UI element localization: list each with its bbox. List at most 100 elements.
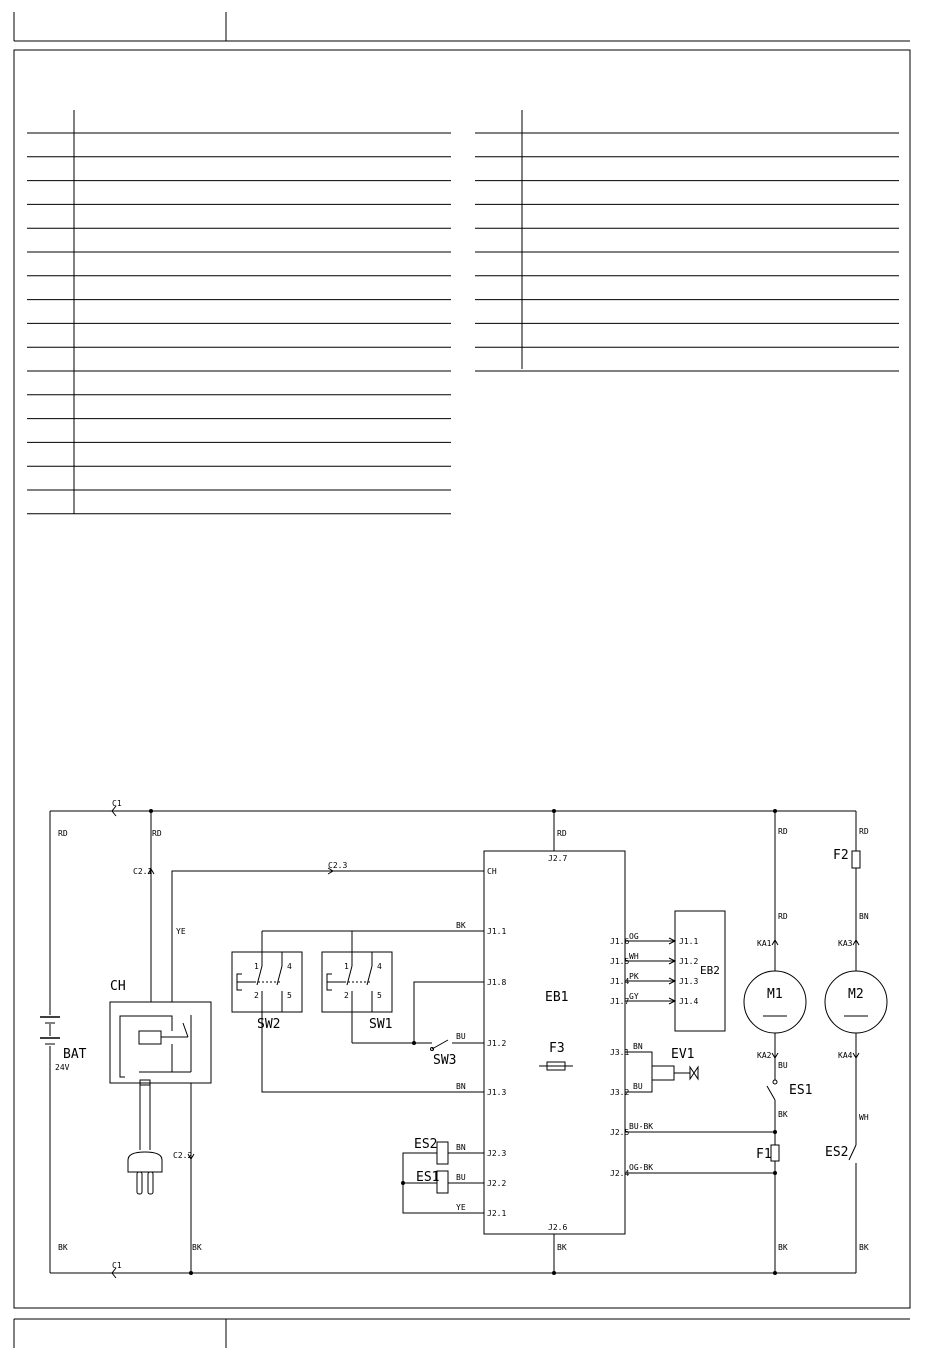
- wire-bu-es1: BU: [456, 1173, 466, 1182]
- connector-c1-bottom: C1: [112, 1261, 122, 1270]
- wire-bn-m2: BN: [859, 912, 869, 921]
- pin-ch: CH: [487, 867, 497, 876]
- wire-rd-bat: RD: [58, 829, 68, 838]
- wire-rd-m2-top: RD: [859, 827, 869, 836]
- sw2-term-5: 5: [287, 991, 292, 1000]
- wire-gy-eb2: GY: [629, 992, 639, 1001]
- label-f2: F2: [833, 848, 849, 863]
- pin-ka3: KA3: [838, 939, 853, 948]
- wire-bn-es2: BN: [456, 1143, 466, 1152]
- wire-bk-j1-1: BK: [456, 921, 466, 930]
- label-es2-left: ES2: [414, 1137, 437, 1152]
- pin-j1-5: J1.5: [610, 957, 629, 966]
- label-f1: F1: [756, 1147, 772, 1162]
- wire-og-bk: OG-BK: [629, 1163, 653, 1172]
- pin-ka1: KA1: [757, 939, 772, 948]
- label-sw2: SW2: [257, 1017, 280, 1032]
- control-board-eb1: [483, 809, 626, 1275]
- label-eb1: EB1: [545, 990, 568, 1005]
- wire-wh-eb2: WH: [629, 952, 639, 961]
- wire-bn-ev1: BN: [633, 1042, 643, 1051]
- pin-j3-2: J3.2: [610, 1088, 629, 1097]
- board-eb2: [625, 910, 726, 1032]
- label-es1-left: ES1: [416, 1170, 439, 1185]
- sw1-term-1: 1: [344, 962, 349, 971]
- label-bat-voltage: 24V: [55, 1063, 70, 1072]
- pin-ka4: KA4: [838, 1051, 853, 1060]
- wire-ye-es: YE: [456, 1203, 466, 1212]
- pin-j2-6: J2.6: [548, 1223, 567, 1232]
- pin-j1-2: J1.2: [487, 1039, 506, 1048]
- wire-og-eb2: OG: [629, 932, 639, 941]
- pin-ka2: KA2: [757, 1051, 772, 1060]
- pin-j1-3: J1.3: [487, 1088, 506, 1097]
- pin-j2-7: J2.7: [548, 854, 567, 863]
- label-ch: CH: [110, 979, 126, 994]
- plug-icon: [127, 1151, 163, 1195]
- label-m1: M1: [767, 987, 783, 1002]
- wire-bk-bat: BK: [58, 1243, 68, 1252]
- pin-j1-1: J1.1: [487, 927, 506, 936]
- pin-j2-3: J2.3: [487, 1149, 506, 1158]
- eb2-pin-j1-3: J1.3: [679, 977, 698, 986]
- pin-j2-1: J2.1: [487, 1209, 506, 1218]
- connector-c2-3: C2.3: [328, 861, 347, 870]
- label-f3: F3: [549, 1041, 565, 1056]
- label-sw1: SW1: [369, 1017, 392, 1032]
- wire-bu-m1: BU: [778, 1061, 788, 1070]
- sensor-es1: [436, 1170, 449, 1194]
- wiring-diagram: C1 C1 BAT 24V RD BK C2.1 RD C2.3 YE CH: [40, 799, 888, 1279]
- wire-rd-m1-top: RD: [778, 827, 788, 836]
- wire-bk-m1-bottom: BK: [778, 1243, 788, 1252]
- page-frame: [13, 12, 911, 1348]
- legend-table-right: [475, 110, 899, 372]
- label-m2: M2: [848, 987, 864, 1002]
- connector-c2-2: C2.2: [173, 1151, 192, 1160]
- motor-m2: [824, 970, 888, 1034]
- switch-sw1: 1 4 2 5: [321, 931, 393, 1043]
- wire-bk-ch: BK: [192, 1243, 202, 1252]
- legend-table-left: [27, 110, 451, 515]
- label-bat: BAT: [63, 1047, 87, 1062]
- wire-wh-m2: WH: [859, 1113, 869, 1122]
- wire-rd-m1: RD: [778, 912, 788, 921]
- pin-j1-4: J1.4: [610, 977, 629, 986]
- wire-bk-m1: BK: [778, 1110, 788, 1119]
- wire-bk-eb1: BK: [557, 1243, 567, 1252]
- wire-bu-j1-2: BU: [456, 1032, 466, 1041]
- sw2-term-4: 4: [287, 962, 292, 971]
- pin-j1-7: J1.7: [610, 997, 629, 1006]
- battery-symbol: [40, 1016, 60, 1045]
- eb2-pin-j1-4: J1.4: [679, 997, 698, 1006]
- wire-bu-ev1: BU: [633, 1082, 643, 1091]
- motor-m1: [743, 970, 807, 1034]
- pin-j3-1: J3.1: [610, 1048, 629, 1057]
- solenoid-valve-ev1: [625, 1051, 699, 1093]
- switch-sw2: 1 4 2 5: [231, 931, 303, 1013]
- label-es2: ES2: [825, 1145, 848, 1160]
- label-sw3: SW3: [433, 1053, 456, 1068]
- pin-j2-4: J2.4: [610, 1169, 629, 1178]
- connector-c2-1: C2.1: [133, 867, 152, 876]
- wire-bu-bk: BU-BK: [629, 1122, 653, 1131]
- sw2-term-2: 2: [254, 991, 259, 1000]
- charger-box: [109, 1001, 212, 1150]
- wire-rd-eb1: RD: [557, 829, 567, 838]
- pin-j1-8: J1.8: [487, 978, 506, 987]
- sw1-term-2: 2: [344, 991, 349, 1000]
- wire-ye-ch: YE: [176, 927, 186, 936]
- wire-bk-m2: BK: [859, 1243, 869, 1252]
- sw2-term-1: 1: [254, 962, 259, 971]
- pin-j2-2: J2.2: [487, 1179, 506, 1188]
- label-eb2: EB2: [700, 964, 720, 977]
- pin-j2-5: J2.5: [610, 1128, 629, 1137]
- sw1-term-5: 5: [377, 991, 382, 1000]
- wire-bn-j1-3: BN: [456, 1082, 466, 1091]
- eb2-pin-j1-1: J1.1: [679, 937, 698, 946]
- wire-rd-ch: RD: [152, 829, 162, 838]
- pin-j1-6: J1.6: [610, 937, 629, 946]
- label-ev1: EV1: [671, 1047, 694, 1062]
- label-es1: ES1: [789, 1083, 812, 1098]
- connector-c1-top: C1: [112, 799, 122, 808]
